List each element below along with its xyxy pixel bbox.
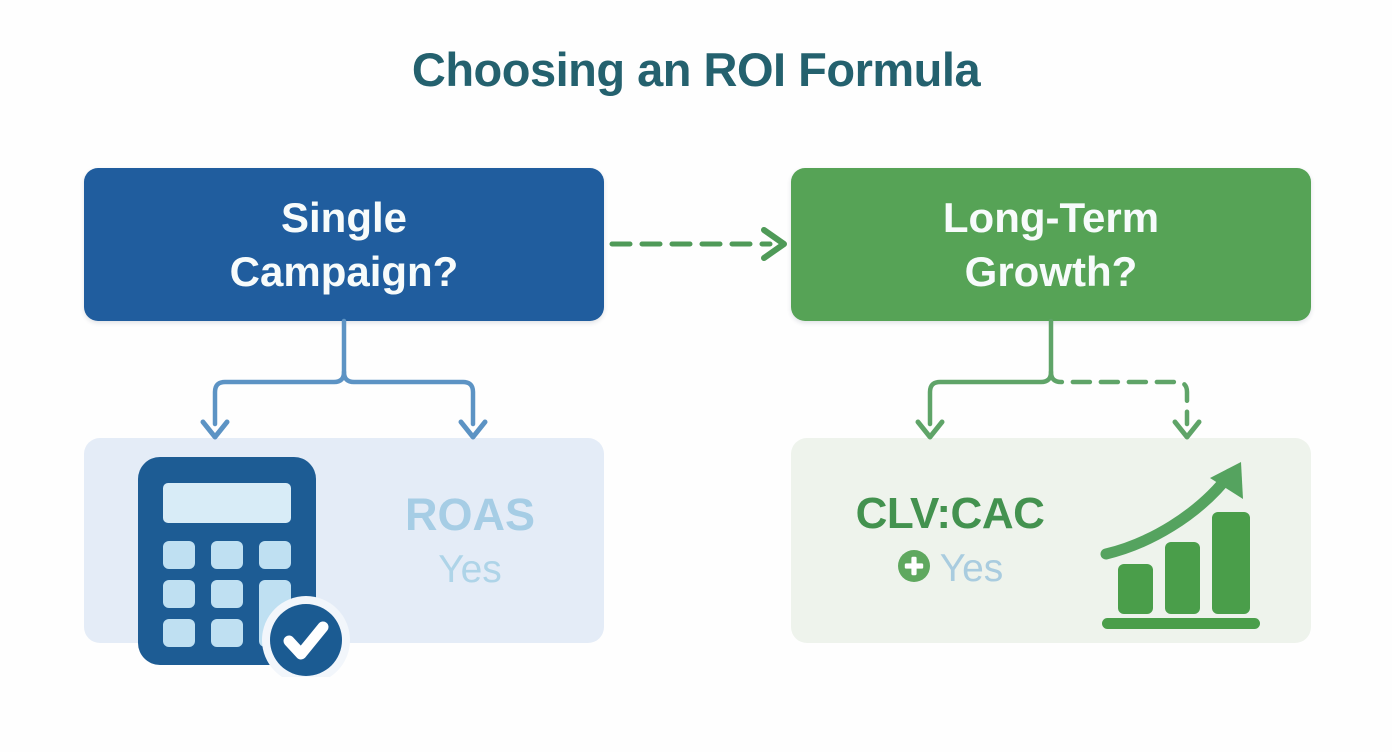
- clv-cac-answer-row: Yes: [820, 546, 1080, 592]
- decision-node-label-line1: Long-Term: [942, 193, 1160, 241]
- connector-green-arrowheads: [915, 419, 1202, 440]
- connector-blue-arrowheads: [200, 419, 488, 440]
- roas-answer-label: Yes: [438, 548, 502, 592]
- decision-node-label-line2: Growth?: [964, 247, 1138, 295]
- roas-text-block: ROAS Yes: [345, 488, 595, 593]
- clv-cac-text-block: CLV:CAC Yes: [820, 488, 1080, 592]
- connector-green-fork-left: [927, 318, 1054, 427]
- decision-node-label: Long-Term Growth?: [943, 191, 1159, 299]
- decision-node-label-line2: Campaign?: [229, 247, 459, 295]
- decision-node-long-term-growth[interactable]: Long-Term Growth?: [791, 168, 1311, 321]
- connector-blue-fork: [212, 318, 476, 427]
- chart-baseline: [1102, 618, 1260, 629]
- connector-green-fork-right: [1048, 369, 1190, 427]
- decision-node-single-campaign[interactable]: Single Campaign?: [84, 168, 604, 321]
- clv-cac-metric-label: CLV:CAC: [855, 489, 1045, 538]
- plus-circle-icon: [897, 549, 931, 589]
- decision-node-label: Single Campaign?: [230, 191, 459, 299]
- clv-cac-answer-label: Yes: [939, 546, 1004, 590]
- connector-blue-to-green: [609, 227, 787, 261]
- growth-bar-chart-icon: [1090, 452, 1275, 642]
- roas-metric-label: ROAS: [404, 489, 535, 540]
- decision-node-label-line1: Single: [280, 193, 408, 241]
- bar-2: [1165, 542, 1200, 614]
- bar-1: [1118, 564, 1153, 614]
- page-title: Choosing an ROI Formula: [411, 43, 981, 96]
- calculator-check-icon: [128, 447, 358, 684]
- bar-3: [1212, 512, 1250, 614]
